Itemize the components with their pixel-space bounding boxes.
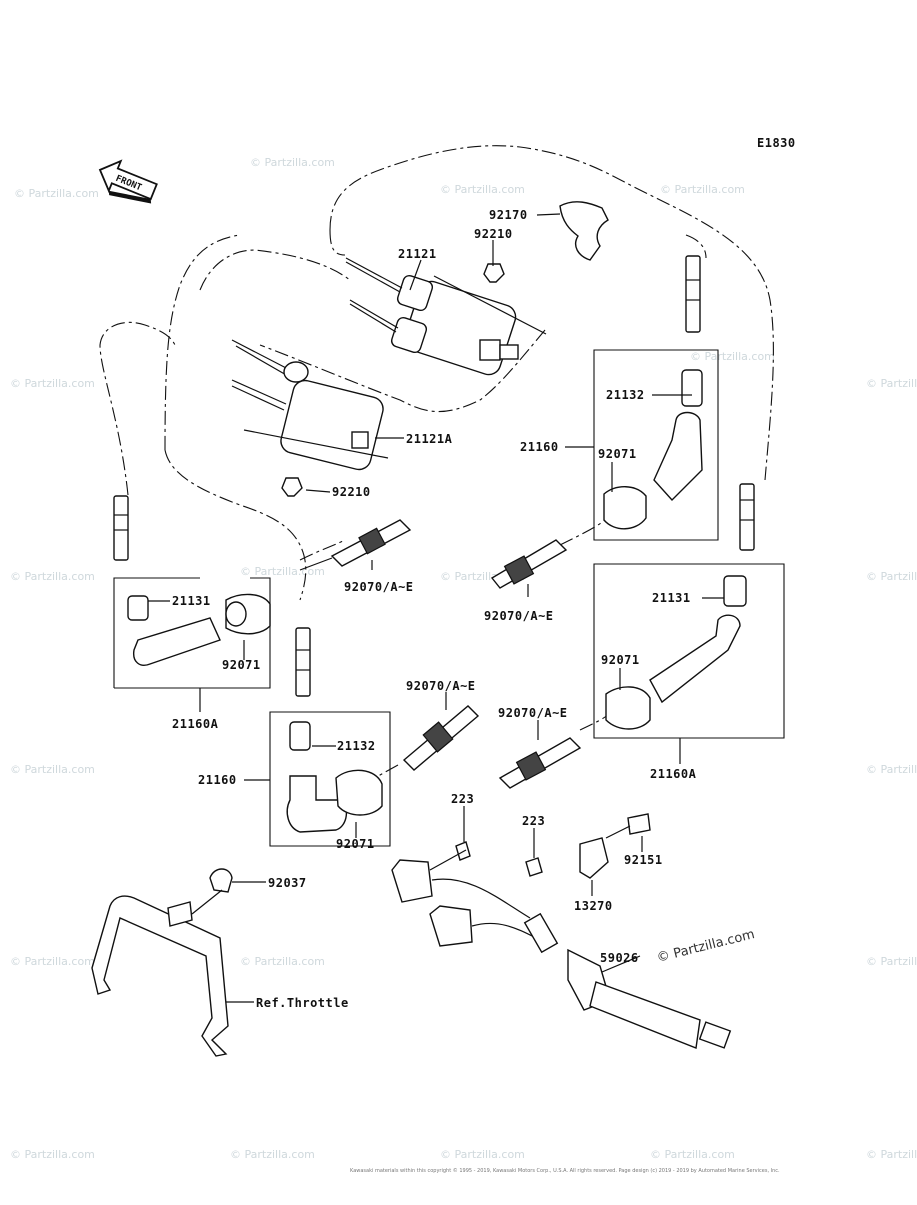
part-label: 13270 xyxy=(574,899,613,913)
outline-wire-left xyxy=(164,449,307,601)
assembly-21160-mid xyxy=(269,627,391,847)
wiring-harness xyxy=(391,813,732,1049)
part-label: 92071 xyxy=(336,837,375,851)
front-arrow-icon: FRONT xyxy=(98,159,158,204)
assembly-21160A-right xyxy=(593,483,785,739)
watermark: © Partzilla.com xyxy=(250,156,335,169)
part-label: 21131 xyxy=(652,591,691,605)
outline-coil-lower xyxy=(164,234,351,451)
leader-lines xyxy=(148,213,724,1003)
part-label: 92071 xyxy=(222,658,261,672)
watermark: © Partzilla.com xyxy=(10,377,95,390)
part-label: 92210 xyxy=(474,227,513,241)
clamp-92170 xyxy=(559,201,609,261)
diagram-code: E1830 xyxy=(757,136,796,150)
watermark: © Partzilla.com xyxy=(650,1148,735,1161)
assembly-21160A-left xyxy=(113,495,271,689)
watermark: © Partzilla.com xyxy=(866,570,917,583)
watermark: © Partzilla.com xyxy=(10,570,95,583)
assembly-21160-right xyxy=(593,255,719,541)
watermark: © Partzilla.com xyxy=(440,1148,525,1161)
part-label: 92071 xyxy=(601,653,640,667)
watermark: © Partzilla.com xyxy=(690,350,775,363)
part-label: 92037 xyxy=(268,876,307,890)
part-label: 21132 xyxy=(337,739,376,753)
watermark: © Partzilla.com xyxy=(866,1148,917,1161)
spark-plug-upper-left xyxy=(299,519,412,571)
watermark: © Partzilla.com xyxy=(660,183,745,196)
part-label: 21121A xyxy=(406,432,453,446)
outline-coil-upper xyxy=(329,145,774,481)
part-label: Ref.Throttle xyxy=(256,996,349,1010)
part-label: 223 xyxy=(522,814,545,828)
part-label: 92071 xyxy=(598,447,637,461)
spark-plug-mid2 xyxy=(498,737,582,789)
outline-wire-left-2 xyxy=(99,321,176,496)
outline-wire-center xyxy=(299,539,346,561)
part-label: 21160 xyxy=(520,440,559,454)
part-label: 92070/A~E xyxy=(406,679,476,693)
spark-plug-center xyxy=(490,539,568,589)
watermark: © Partzilla.com xyxy=(866,763,917,776)
part-label: 92151 xyxy=(624,853,663,867)
part-label: 21121 xyxy=(398,247,437,261)
watermark: © Partzilla.com xyxy=(10,763,95,776)
copyright-text: Kawasaki materials within this copyright… xyxy=(350,1167,780,1174)
spark-plug-mid xyxy=(402,705,480,771)
watermark: © Partzilla.com xyxy=(10,1148,95,1161)
watermark: © Partzilla.com xyxy=(10,955,95,968)
watermark-main: © Partzilla.com xyxy=(655,927,756,966)
watermark: © Partzilla.com xyxy=(866,955,917,968)
part-label: 59026 xyxy=(600,951,639,965)
grommet-92210-bottom xyxy=(281,477,303,497)
outline-plug-right xyxy=(559,519,606,546)
watermark: © Partzilla.com xyxy=(230,1148,315,1161)
outline-wire-right xyxy=(685,234,707,259)
watermark: © Partzilla.com xyxy=(440,183,525,196)
part-label: 21160A xyxy=(650,767,697,781)
part-label: 21160 xyxy=(198,773,237,787)
watermark: © Partzilla.com xyxy=(14,187,99,200)
part-label: 21160A xyxy=(172,717,219,731)
part-label: 92170 xyxy=(489,208,528,222)
watermark: © Partzilla.com xyxy=(866,377,917,390)
part-label: 223 xyxy=(451,792,474,806)
part-label: 92210 xyxy=(332,485,371,499)
ignition-coil-lower xyxy=(231,339,389,471)
watermark: © Partzilla.com xyxy=(240,955,325,968)
part-labels: 92170 92210 21121 21121A 92210 21132 211… xyxy=(172,208,697,1010)
part-label: 21131 xyxy=(172,594,211,608)
outline-coil-upper-2 xyxy=(259,229,546,413)
part-label: 92070/A~E xyxy=(498,706,568,720)
part-label: 21132 xyxy=(606,388,645,402)
part-label: 92070/A~E xyxy=(344,580,414,594)
part-label: 92070/A~E xyxy=(484,609,554,623)
throttle-bracket xyxy=(91,868,233,1057)
watermark: © Partzilla.com xyxy=(240,565,325,578)
grommet-92210-top xyxy=(483,263,505,283)
ignition-coil-upper xyxy=(345,257,547,376)
